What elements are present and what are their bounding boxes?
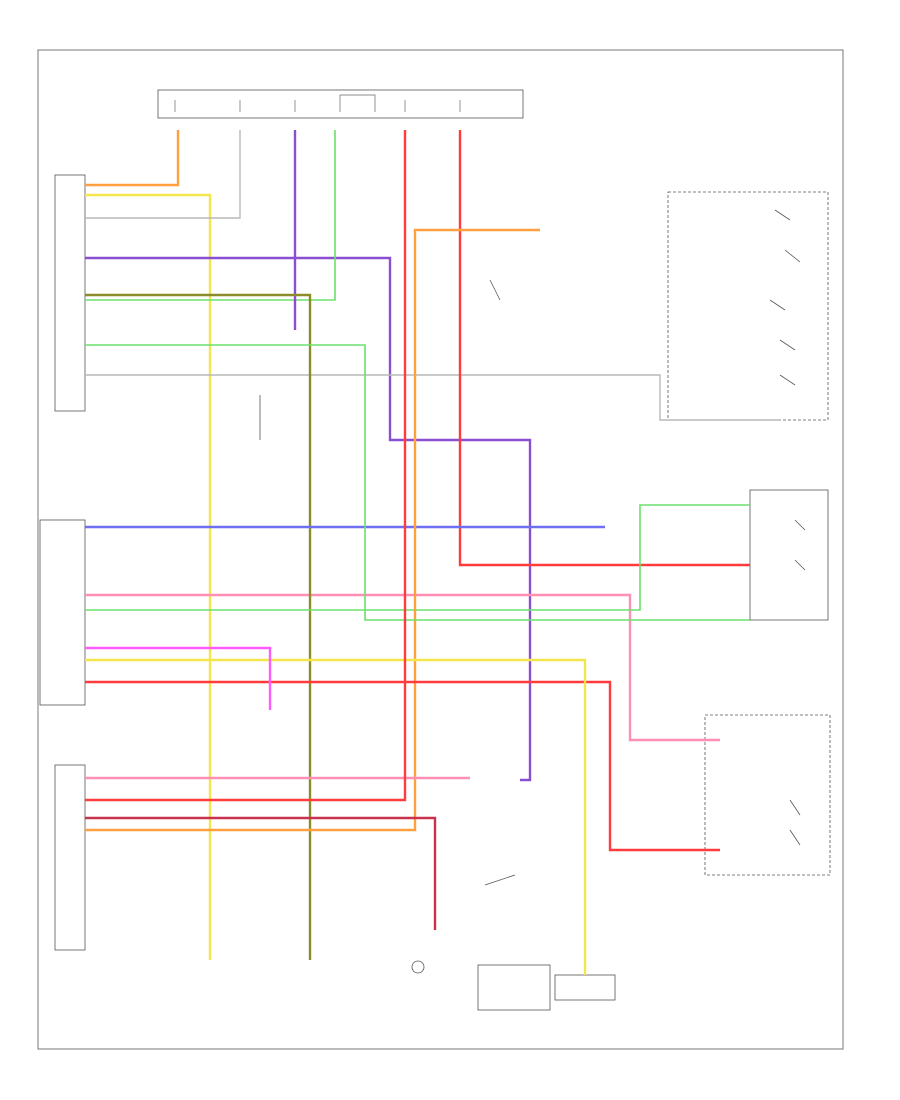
wire-pink-1	[85, 593, 720, 742]
wire-orange-1	[85, 130, 180, 187]
fuse-block-fuses	[174, 94, 461, 112]
fuse-block	[157, 89, 524, 119]
wire-magenta-1	[85, 646, 272, 710]
wire-orange-2	[85, 228, 540, 832]
wire-green-2	[85, 504, 750, 611]
wire-darkgreen-1	[85, 293, 312, 960]
module-connector-top	[54, 174, 86, 412]
wires	[85, 130, 780, 975]
wire-green-3	[85, 344, 750, 621]
wire-yellow-1	[85, 193, 212, 960]
combination-switch	[667, 191, 829, 421]
cruise-control-switch	[704, 714, 831, 876]
bottom-switch-box	[554, 974, 616, 1001]
ground-symbol	[411, 960, 425, 974]
diagram-border	[37, 49, 844, 1050]
wire-red-1	[458, 130, 750, 567]
steering-switch	[749, 489, 829, 621]
wire-gray-2	[85, 374, 780, 421]
module-connector-middle	[39, 519, 86, 706]
wire-violet-1	[85, 256, 532, 782]
wire-red-2	[85, 680, 720, 852]
wire-yellow-2	[85, 658, 587, 975]
wire-red-3	[85, 130, 407, 802]
module-connector-bottom	[54, 764, 86, 951]
switch-contacts	[259, 209, 806, 886]
wire-green-1	[85, 130, 336, 301]
wire-darkred-1	[85, 816, 437, 930]
actuator-box	[477, 964, 551, 1011]
wire-gray-1	[85, 130, 241, 219]
